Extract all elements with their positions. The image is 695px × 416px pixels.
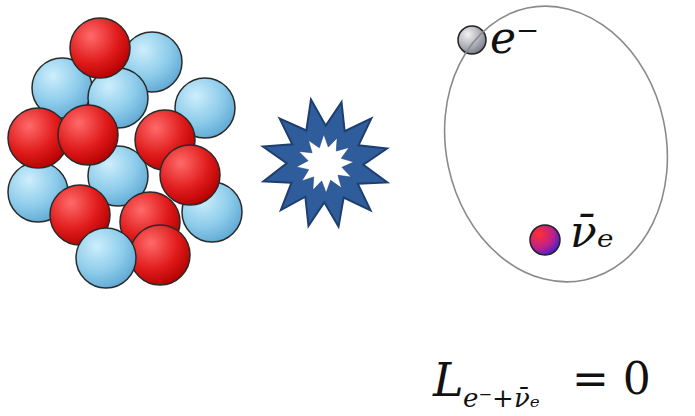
ellipse-outline bbox=[440, 2, 672, 286]
burst-symbol bbox=[247, 84, 403, 241]
electron-ball bbox=[458, 26, 486, 54]
antineutrino-ball bbox=[530, 225, 560, 255]
particle-symbol: ν̄ₑ bbox=[570, 210, 614, 254]
equation-part: L bbox=[433, 357, 464, 403]
particle-ellipse: e⁻ ν̄ₑ bbox=[440, 2, 672, 286]
equation-part: = 0 bbox=[572, 357, 651, 401]
particle-symbol: e⁻ bbox=[490, 16, 539, 60]
nucleus bbox=[8, 18, 242, 288]
equation-part: e⁻+ν̄ₑ bbox=[463, 385, 540, 411]
